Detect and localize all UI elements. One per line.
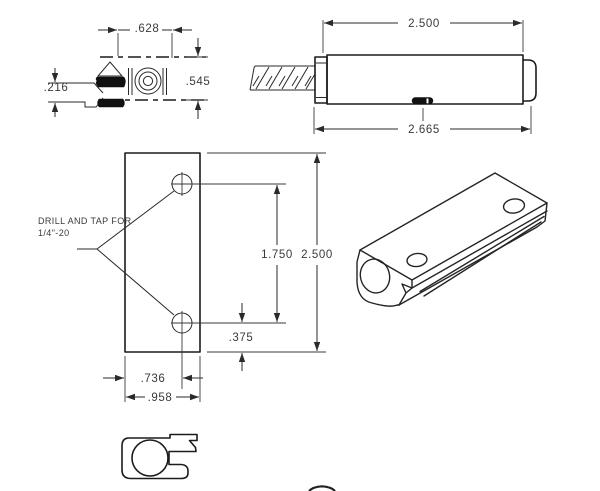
set-screw-threads [95, 76, 126, 88]
isometric-view [356, 172, 548, 307]
iso-end-face [356, 249, 400, 307]
dim-text-1750: 1.750 [261, 249, 293, 261]
drill-tap-note: DRILL AND TAP FOR 1/4"-20 [38, 190, 175, 316]
dim-text-2500-body: 2.500 [408, 18, 440, 30]
rounded-end-cap [523, 59, 537, 102]
side-view: 2.500 2.665 [249, 18, 537, 136]
dim-1750: 1.750 [261, 185, 293, 322]
iso-groove-notch [398, 279, 413, 306]
iso-hole-far [502, 198, 526, 214]
dim-text-545: .545 [186, 76, 211, 88]
dim-2665: 2.665 [313, 106, 532, 136]
set-screw-cone [96, 61, 124, 77]
iso-slab-bottom-edge [411, 210, 548, 289]
dim-628: .628 [98, 23, 192, 58]
bottom-set-screw [411, 97, 434, 121]
dim-2500-body: 2.500 [322, 18, 524, 53]
end-profile-view [121, 433, 198, 480]
body-rectangle [326, 54, 524, 105]
bore-outer-circle [134, 67, 162, 95]
dim-text-2500-plate: 2.500 [301, 249, 333, 261]
profile-outline [121, 433, 198, 480]
dim-text-216: .216 [44, 82, 69, 94]
stud-flange [314, 56, 328, 104]
plate-outline [124, 152, 201, 353]
iso-right-end [536, 202, 548, 228]
note-line-2: 1/4"-20 [38, 228, 70, 238]
dim-text-628: .628 [135, 23, 160, 35]
dim-text-2665: 2.665 [408, 124, 440, 136]
dim-545: .545 [186, 38, 211, 119]
iso-bottom-edge [398, 226, 538, 306]
profile-bore-circle [131, 439, 169, 477]
bore-inner-circle [142, 75, 154, 87]
end-section-view: .628 .545 .216 [44, 23, 211, 119]
dim-216: .216 [44, 68, 69, 117]
partial-bottom-shape [308, 485, 336, 491]
partial-arc [308, 485, 336, 491]
dim-text-375: .375 [229, 332, 254, 344]
dim-375: .375 [229, 303, 254, 371]
iso-groove-line [423, 221, 542, 297]
iso-bore [359, 258, 391, 294]
section-left-lower-edge [48, 97, 104, 108]
iso-hole-near [406, 252, 428, 268]
tapped-hole-top [171, 172, 286, 196]
dim-2500-plate: 2.500 [207, 152, 333, 353]
threaded-stud [249, 65, 316, 91]
bore-mid-circle [138, 71, 158, 91]
lower-thread-plug [97, 98, 125, 108]
dim-958: .958 [126, 356, 201, 404]
note-line-1: DRILL AND TAP FOR [38, 216, 132, 226]
iso-groove-line [419, 215, 545, 293]
plate-plan-view: DRILL AND TAP FOR 1/4"-20 1.750 2.500 .3… [38, 152, 333, 404]
leader-lines [77, 190, 175, 316]
dim-text-958: .958 [148, 392, 173, 404]
tapped-hole-bottom [171, 311, 286, 389]
dim-text-736: .736 [141, 373, 166, 385]
section-left-upper-edge [48, 82, 104, 94]
